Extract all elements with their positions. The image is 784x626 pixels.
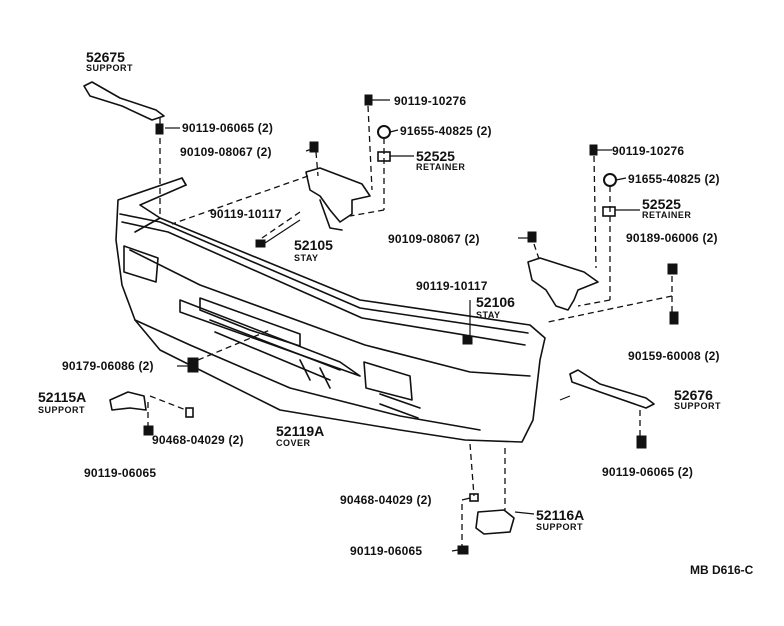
part-52525-label: 52525 [416,148,455,164]
part-90159-60008-label: 90159-60008 (2) [628,349,720,363]
part-90468-04029-b-label: 90468-04029 (2) [340,493,432,507]
part-52119A-desc: COVER [276,438,311,448]
part-90119-10276-b-label: 90119-10276 [612,144,685,158]
support-52115A [109,391,147,411]
diagram-code: MB D616-C [690,563,754,577]
part-90109-08067-label: 90109-08067 (2) [180,145,272,159]
part-52676-desc: SUPPORT [674,401,722,411]
part-52115A-label: 52115A [38,389,87,405]
part-90109-08067-b-label: 90109-08067 (2) [388,232,480,246]
part-90119-06065-label: 90119-06065 (2) [182,121,274,135]
bumper-openings [123,245,421,419]
fasteners [143,94,679,555]
part-52675-label: 52675 [86,49,125,65]
part-52675-desc: SUPPORT [86,63,134,73]
part-52116A-label: 52116A [536,507,585,523]
part-52116A-desc: SUPPORT [536,522,584,532]
part-52105-label: 52105 [294,237,333,253]
part-52119A-label: 52119A [276,423,325,439]
part-90119-06065-b-label: 90119-06065 [84,466,157,480]
dashed-lines [147,105,673,546]
part-52676-label: 52676 [674,387,713,403]
part-52115A-desc: SUPPORT [38,405,86,415]
part-90119-10276-label: 90119-10276 [394,94,467,108]
part-90119-06065-c-label: 90119-06065 (2) [602,465,694,479]
part-90468-04029-label: 90468-04029 (2) [152,433,244,447]
part-52106-label: 52106 [476,294,515,310]
part-52525-desc: RETAINER [416,162,466,172]
part-90189-06006-label: 90189-06006 (2) [626,231,718,245]
bumper-cover-outline [115,177,546,443]
stay-52106 [527,257,599,311]
support-52675 [83,81,165,121]
part-90119-06065-d-label: 90119-06065 [350,544,423,558]
part-91655-40825-label: 91655-40825 (2) [400,124,492,138]
part-90119-10117-label: 90119-10117 [210,207,282,221]
part-52106-desc: STAY [476,310,501,320]
part-91655-40825-b-label: 91655-40825 (2) [628,172,720,186]
part-90119-10117-b-label: 90119-10117 [416,279,488,293]
stay-52105 [305,167,371,223]
part-52105-desc: STAY [294,253,319,263]
leader-lines [165,99,640,552]
part-52525-b-desc: RETAINER [642,210,692,220]
support-52116A [475,509,515,535]
part-52525-b-label: 52525 [642,196,681,212]
part-90179-06086-label: 90179-06086 (2) [62,359,154,373]
support-52676 [569,369,655,409]
